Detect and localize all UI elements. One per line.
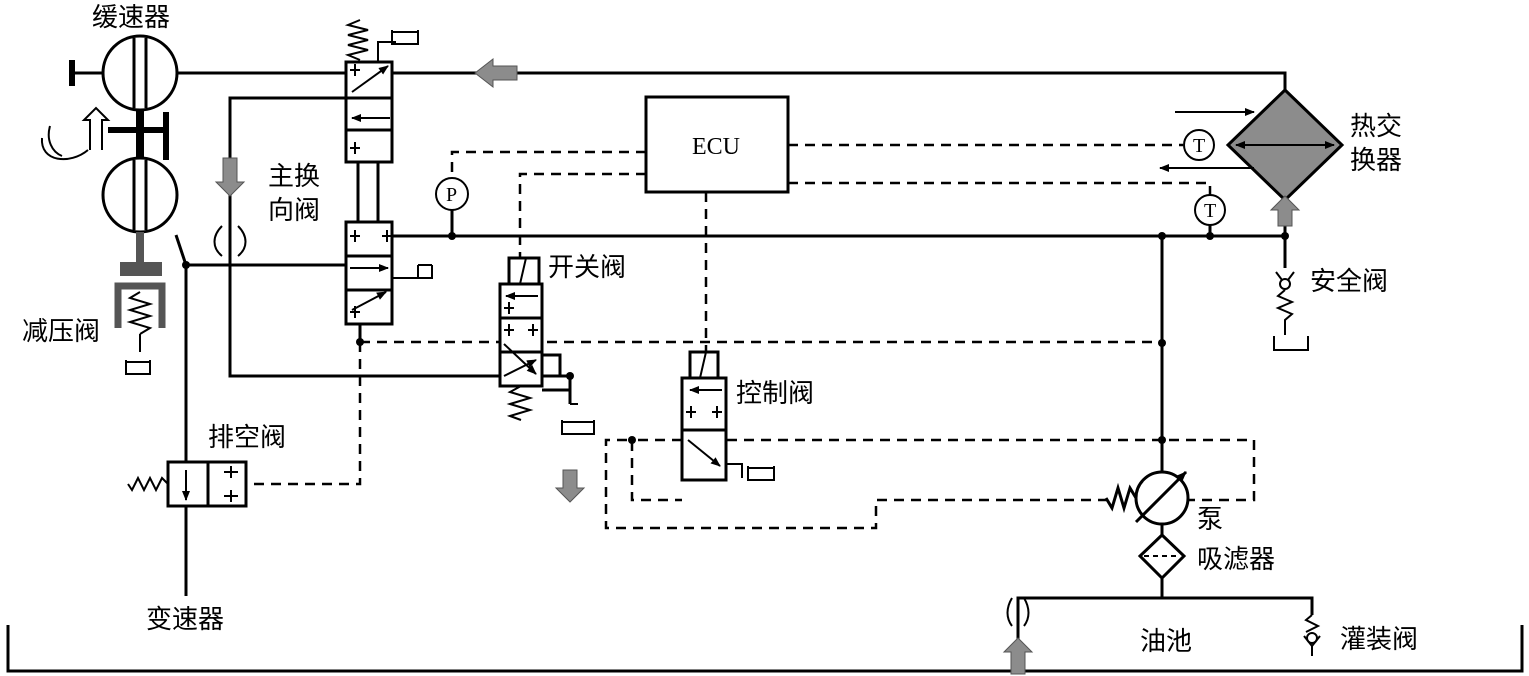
- oil-tank-label: 油池: [1140, 627, 1192, 657]
- main-valve-label-box: 主换向阀: [268, 162, 321, 226]
- hydraulic-lines: [174, 71, 1314, 640]
- orifice-icon: [213, 225, 1030, 627]
- heat-exchanger-label-box: 热交换器: [1350, 112, 1403, 176]
- ecu-label: ECU: [692, 134, 740, 160]
- relief-valve-label: 安全阀: [1310, 267, 1388, 297]
- control-valve-label: 控制阀: [736, 379, 814, 409]
- switch-valve-ports: [503, 292, 595, 435]
- spring-icon: [125, 291, 154, 375]
- junction-dots: [182, 232, 1289, 444]
- suction-filter-symbol: [1137, 532, 1187, 581]
- pump-label: 泵: [1197, 505, 1223, 535]
- pressure-gauge-icon: [435, 177, 469, 211]
- suction-filter-label: 吸滤器: [1197, 545, 1275, 575]
- heat-exchanger-label: 热交换器: [1350, 112, 1403, 176]
- exhaust-valve-ports: [127, 466, 238, 502]
- pressure-reducing-valve-symbol: [114, 232, 166, 328]
- rotation-arrow-icon: [40, 106, 111, 161]
- pump-symbol: [1104, 470, 1190, 526]
- control-valve-symbol: [680, 350, 728, 482]
- relief-valve-symbol: [1273, 271, 1309, 351]
- control-valve-ports: [686, 386, 775, 481]
- pressure-gauge-label: P: [446, 184, 457, 206]
- exhaust-valve-label: 排空阀: [208, 423, 286, 453]
- main-valve-label: 主换向阀: [268, 162, 321, 226]
- filling-valve-symbol: [1303, 614, 1321, 656]
- retarder-symbol: [69, 34, 179, 234]
- switch-valve-symbol: [498, 256, 544, 388]
- oil-tank: [6, 625, 1524, 673]
- spring-icon: [344, 19, 433, 279]
- exhaust-valve-symbol: [166, 460, 248, 508]
- flow-arrow-icon: [214, 57, 1301, 675]
- retarder-label: 缓速器: [92, 3, 170, 33]
- pilot-lines: [246, 143, 1256, 530]
- pressure-reducing-valve-label: 减压阀: [22, 317, 100, 347]
- transmission-label: 变速器: [146, 605, 224, 635]
- filling-valve-label: 灌装阀: [1340, 625, 1418, 655]
- ecu-box: [644, 95, 790, 194]
- main-valve-symbol: [344, 60, 394, 326]
- temperature-sensor-label: T: [1204, 200, 1216, 222]
- temperature-sensor-label: T: [1193, 135, 1205, 157]
- switch-valve-label: 开关阀: [548, 253, 626, 283]
- temperature-sensor-icon: [1183, 129, 1226, 226]
- main-valve-ports: [350, 64, 392, 318]
